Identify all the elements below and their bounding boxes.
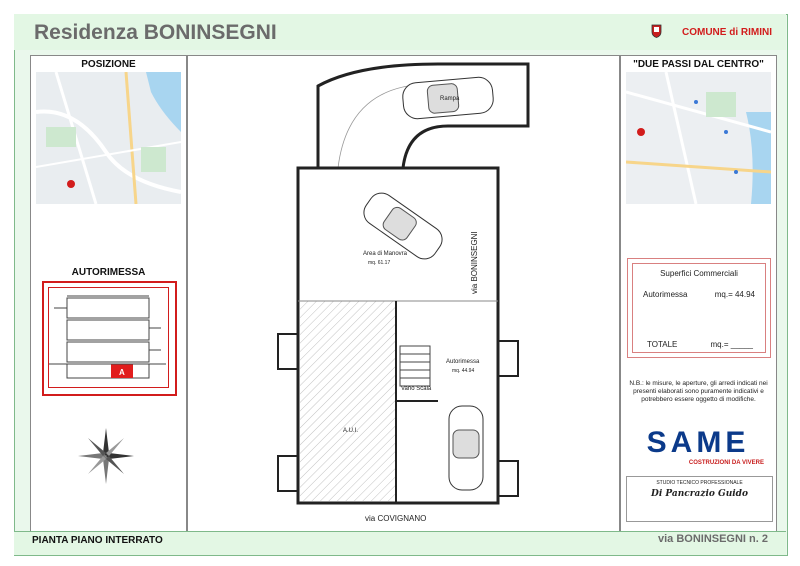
- position-map: [36, 72, 181, 204]
- superfici-item-value: mq.= 44.94: [714, 290, 755, 299]
- superfici-total-label: TOTALE: [647, 340, 678, 349]
- rampa-label: Rampa: [440, 96, 460, 102]
- floor-plan: Rampa Area di Manovra mq. 61.17 Autorime…: [187, 55, 620, 533]
- street-right-label: via BONINSEGNI: [470, 231, 479, 294]
- unit-tag: A: [119, 368, 125, 377]
- coat-of-arms-icon: [651, 24, 662, 38]
- superfici-box: Superfici Commerciali Autorimessa mq.= 4…: [627, 258, 771, 358]
- section-drawing: A: [48, 287, 169, 388]
- studio-heading: STUDIO TECNICO PROFESSIONALE: [656, 480, 743, 486]
- posizione-title: POSIZIONE: [81, 59, 136, 70]
- same-logo: SAME COSTRUZIONI DA VIVERE: [628, 428, 768, 470]
- street-bottom-label: via COVIGNANO: [365, 514, 427, 523]
- superfici-title: Superfici Commerciali: [660, 269, 738, 278]
- superfici-inner: Superfici Commerciali Autorimessa mq.= 4…: [632, 263, 766, 353]
- logo-brand: SAME: [646, 426, 750, 459]
- autorimessa-plan-mq: mq. 44.94: [452, 368, 475, 374]
- vano-scala-label: Vano Scala: [401, 386, 432, 392]
- studio-box: STUDIO TECNICO PROFESSIONALE Di Pancrazi…: [626, 476, 773, 522]
- logo-tagline: COSTRUZIONI DA VIVERE: [688, 460, 764, 466]
- comune-label: COMUNE di RIMINI: [682, 27, 772, 38]
- footer-bar: [14, 531, 786, 555]
- superfici-total-value: mq.= _____: [710, 340, 753, 349]
- autorimessa-plan-label: Autorimessa: [446, 359, 480, 365]
- studio-name: Di Pancrazio Guido: [651, 489, 748, 499]
- footer-address: via BONINSEGNI n. 2: [657, 533, 768, 545]
- disclaimer-note: N.B.: le misure, le aperture, gli arredi…: [629, 380, 768, 403]
- area-manovra-mq: mq. 61.17: [368, 260, 391, 266]
- footer-plan-title: PIANTA PIANO INTERRATO: [32, 535, 163, 546]
- aui-label: A.U.I.: [343, 428, 359, 434]
- page-title: Residenza BONINSEGNI: [34, 21, 277, 44]
- autorimessa-section-box: A: [42, 281, 177, 396]
- compass-icon: [78, 428, 134, 484]
- superfici-item-label: Autorimessa: [643, 290, 688, 299]
- center-map: [626, 72, 771, 204]
- area-manovra-label: Area di Manovra: [363, 251, 408, 257]
- due-passi-title: "DUE PASSI DAL CENTRO": [633, 59, 764, 70]
- autorimessa-title: AUTORIMESSA: [71, 267, 146, 278]
